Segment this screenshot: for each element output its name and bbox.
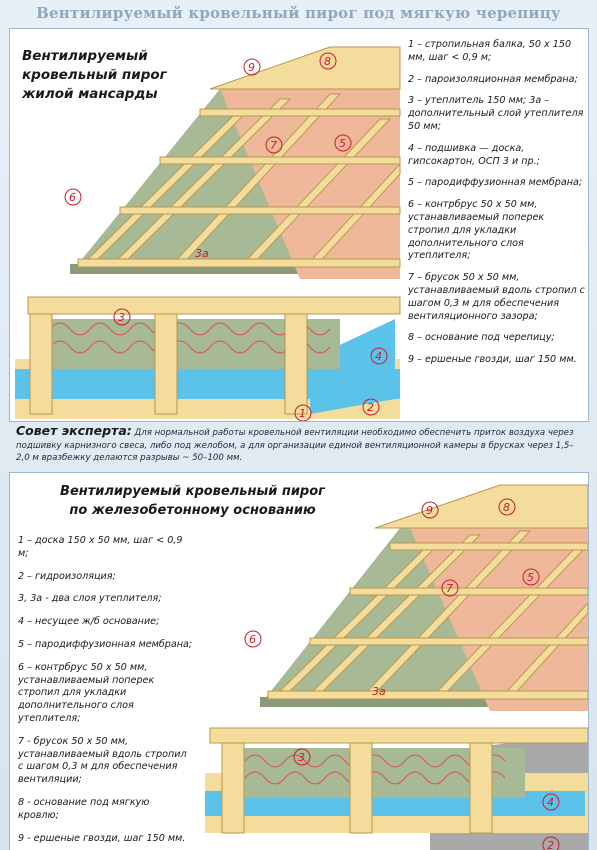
legend-item: 1 – доска 150 х 50 мм, шаг < 0,9 м; [18,535,183,559]
legend-item: 4 – подшивка — доска, гипсокартон, ОСП 3… [408,142,540,167]
legend-item: 8 - основание под мягкую кровлю; [18,796,150,821]
callout-9: 9 [426,504,433,517]
callout-8: 8 [324,55,331,68]
battens-horizontal [267,542,588,700]
callouts: 9 8 7 5 6 3а 3 4 1 2 [64,52,388,421]
callout-6: 6 [249,633,256,646]
callout-5: 5 [339,137,346,150]
crossbar-beam [27,296,401,315]
legend-item: 5 – пародиффузионная мембрана; [408,177,583,189]
vapor-barrier-side [310,319,395,414]
legend-item: 6 – контрбрус 50 х 50 мм, устанавливаемы… [18,661,155,724]
callout-1: 1 [299,407,306,420]
expert-tip-text: Для нормальной работы кровельной вентиля… [16,428,574,464]
page-title: Вентилируемый кровельный пирог под мягку… [36,4,561,22]
diagram-concrete-roof: 9 8 7 5 6 3а 3 4 2 [205,484,588,850]
callout-3a: 3а [372,685,386,698]
crossbar-beam [209,727,588,744]
legend-item: 3, 3а - два слоя утеплителя; [18,593,162,605]
battens-horizontal [77,108,401,268]
callout-7: 7 [446,582,453,595]
boards [221,737,493,834]
legend-item: 8 – основание под черепицу; [408,332,555,344]
expert-tip: Совет эксперта: Для нормальной работы кр… [16,423,586,465]
roof-base-board [374,484,588,529]
legend-item: 6 – контрбрус 50 х 50 мм, устанавливаемы… [408,199,545,262]
legend-item: 1 – стропильная балка, 50 х 150 мм, шаг … [408,39,572,63]
panel1-title-line: жилой мансарды [22,86,158,102]
callout-9: 9 [248,61,255,74]
corrugated-strip [260,697,588,707]
panel-attic-roof: 9 8 7 5 6 3а 3 4 1 2 Вентилируемый крове… [9,28,589,422]
panel-concrete-roof: 9 8 7 5 6 3а 3 4 2 Вентилируемый кровель… [9,472,589,850]
legend-item: 7 - брусок 50 х 50 мм, устанавливаемый в… [18,735,187,786]
roof-base-board [209,46,401,90]
callout-3: 3 [118,311,125,324]
callout-3a: 3а [195,247,209,260]
counter-battens [270,530,588,700]
corrugated-strip [70,264,400,274]
panel1-title-line: кровельный пирог [22,67,167,83]
callouts: 9 8 7 5 6 3а 3 4 2 [244,498,560,850]
callout-4: 4 [375,350,382,363]
legend-item: 2 – гидроизоляция; [18,570,116,582]
panel2-legend: 1 – доска 150 х 50 мм, шаг < 0,9 м; 2 – … [18,535,193,850]
legend-item: 3 – утеплитель 150 мм; 3а – дополнительн… [408,95,584,132]
panel1-title-line: Вентилируемый [22,48,148,64]
callout-5: 5 [527,571,534,584]
callout-6: 6 [69,191,76,204]
legend-item: 4 – несущее ж/б основание; [18,616,160,628]
rafters [29,313,308,415]
legend-item: 7 – брусок 50 х 50 мм, устанавливаемый в… [408,272,585,322]
legend-item: 2 – пароизоляционная мембрана; [408,73,578,85]
callout-4: 4 [547,796,554,809]
insulation-texture [244,754,506,785]
callout-8: 8 [503,501,510,514]
diagram-attic-roof: 9 8 7 5 6 3а 3 4 1 2 [15,46,401,421]
panel1-legend: 1 – стропильная балка, 50 х 150 мм, шаг … [408,39,586,376]
legend-item: 5 – пародиффузионная мембрана; [18,638,193,650]
panel2-title-line: Вентилируемый кровельный пирог [60,484,325,499]
panel1-title: Вентилируемый кровельный пирог жилой ман… [22,47,167,104]
panel2-title: Вентилируемый кровельный пирог по железо… [20,482,365,520]
legend-item: 9 – ершеные гвозди, шаг 150 мм. [408,354,577,366]
callout-2: 2 [547,839,554,850]
callout-2: 2 [367,401,374,414]
expert-tip-heading: Совет эксперта: [16,423,132,438]
insulation-texture [49,322,331,354]
counter-battens [78,93,401,268]
callout-3: 3 [298,751,305,764]
legend-item: 9 - ершеные гвозди, шаг 150 мм. [18,832,186,844]
callout-7: 7 [270,139,277,152]
panel2-title-line: по железобетонному основанию [69,503,316,518]
